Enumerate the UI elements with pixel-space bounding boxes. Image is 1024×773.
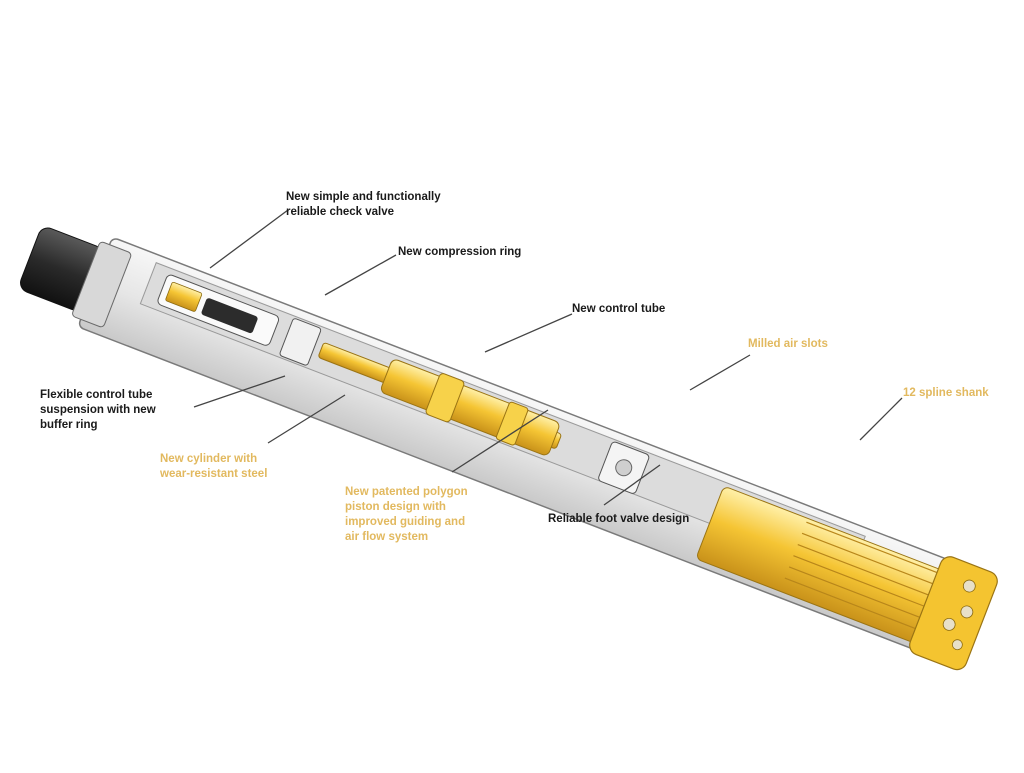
- leader-lines: [193, 209, 903, 506]
- spline-grooves: [784, 521, 938, 630]
- leader-compression-ring: [324, 254, 397, 296]
- label-flexible-tube: Flexible control tube suspension with ne…: [40, 389, 156, 431]
- label-cylinder: New cylinder with wear-resistant steel: [160, 453, 268, 480]
- leader-check-valve: [209, 209, 289, 269]
- check-valve-spring: [165, 281, 203, 312]
- label-control-tube: New control tube: [572, 303, 666, 315]
- label-check-valve: New simple and functionally reliable che…: [286, 191, 441, 218]
- piston-collar: [425, 373, 465, 423]
- foot-valve-eye: [615, 459, 633, 477]
- hammer-body: [20, 227, 998, 671]
- label-spline-shank: 12 spline shank: [903, 387, 989, 399]
- label-foot-valve: Reliable foot valve design: [548, 513, 690, 525]
- leader-control-tube: [484, 313, 573, 353]
- leader-cylinder: [267, 394, 346, 444]
- leader-foot-valve: [603, 464, 661, 506]
- label-piston: New patented polygon piston design with …: [345, 486, 468, 543]
- label-compression-ring: New compression ring: [398, 246, 522, 258]
- leader-air-slots: [689, 354, 751, 391]
- leader-spline-shank: [859, 397, 903, 441]
- check-valve-core: [201, 298, 258, 334]
- compression-ring-part: [279, 318, 322, 366]
- label-air-slots: Milled air slots: [748, 338, 828, 350]
- top-sub-collar: [72, 241, 132, 328]
- leader-piston: [451, 409, 549, 473]
- bit-buttons: [942, 579, 976, 651]
- leader-flexible-tube: [193, 375, 286, 408]
